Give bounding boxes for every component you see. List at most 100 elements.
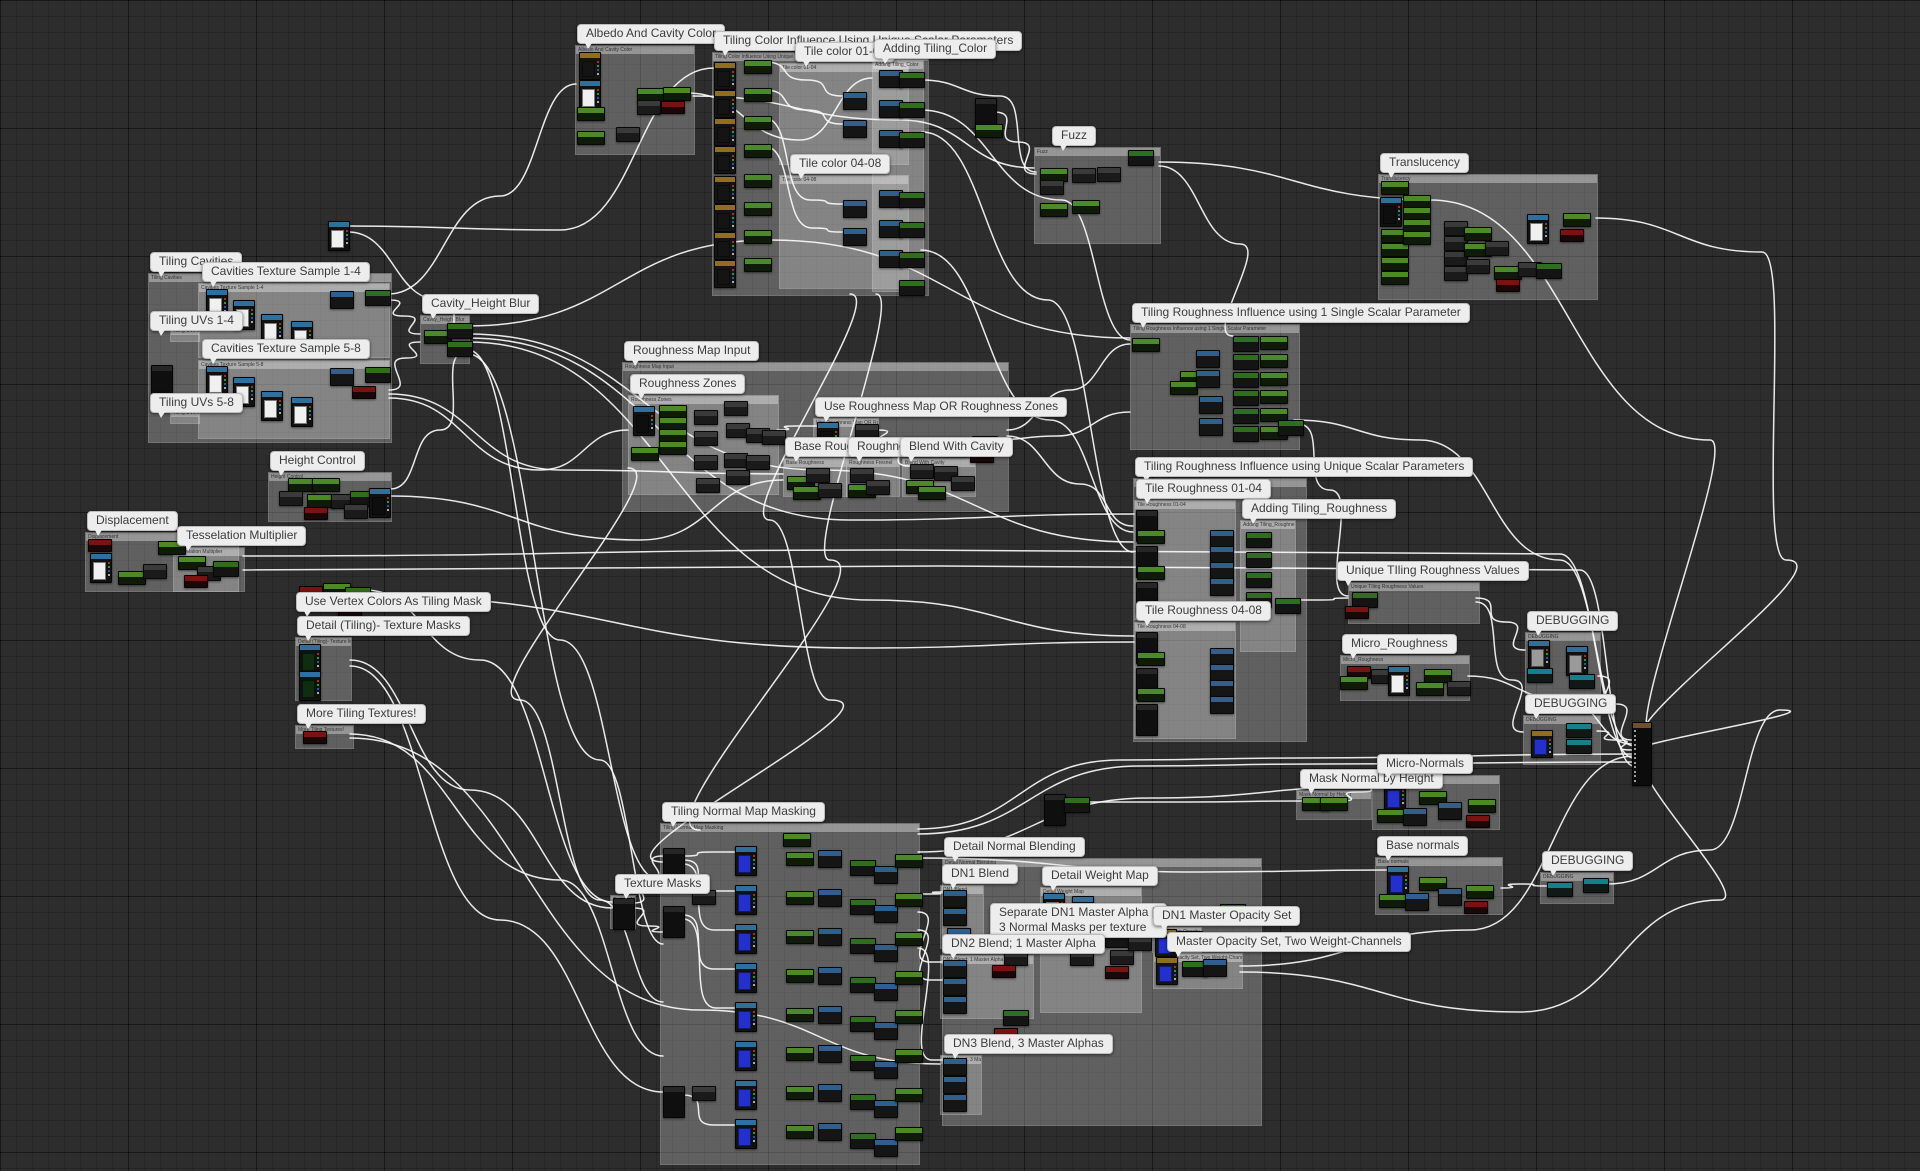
texture-sample-node[interactable] [1528,640,1550,670]
comment-label[interactable]: Fuzz [1052,126,1097,151]
lerp-node[interactable] [1203,959,1227,977]
output-pin[interactable] [317,657,319,659]
scalar-parameter-node[interactable] [744,202,772,216]
output-pin[interactable] [251,390,253,392]
output-pin[interactable] [597,69,599,71]
output-pin[interactable] [1402,798,1404,800]
multi-pin-node[interactable] [663,1086,685,1118]
input-pin[interactable] [1634,757,1636,759]
scalar-parameter-node[interactable] [744,88,772,102]
output-pin[interactable] [317,653,319,655]
output-pin[interactable] [1546,657,1548,659]
comment-label[interactable]: Tile Roughness 01-04 [1136,479,1271,504]
lerp-node[interactable] [874,1100,898,1118]
comment-box[interactable]: More Tiling Textures! [295,725,354,749]
lerp-node[interactable] [330,368,354,386]
output-pin[interactable] [279,404,281,406]
constant-node[interactable] [304,507,328,520]
add-node[interactable] [850,1094,876,1110]
output-pin[interactable] [732,245,734,247]
comment-label[interactable]: Base normals [1377,836,1469,861]
output-pin[interactable] [753,1015,755,1017]
add-node[interactable] [850,977,876,993]
output-pin[interactable] [1402,802,1404,804]
input-pin[interactable] [1634,730,1636,732]
comment-label[interactable]: DN1 Master Opacity Set [1153,906,1301,931]
lerp-node[interactable] [874,944,898,962]
comment-label[interactable]: Use Vertex Colors As Tiling Mask [296,592,491,617]
output-pin[interactable] [753,933,755,935]
output-pin[interactable] [753,906,755,908]
lerp-node[interactable] [330,291,354,309]
scalar-parameter-node[interactable] [1137,688,1165,702]
add-node[interactable] [213,561,239,577]
lerp-node[interactable] [1199,418,1223,436]
output-pin[interactable] [753,898,755,900]
output-pin[interactable] [651,419,653,421]
output-pin[interactable] [597,93,599,95]
scalar-parameter-node[interactable] [918,486,946,500]
output-pin[interactable] [279,327,281,329]
output-pin[interactable] [753,867,755,869]
lerp-node[interactable] [843,92,867,110]
multiply-node[interactable] [696,478,720,493]
constant-node[interactable] [1466,815,1490,828]
texture-parameter-node[interactable] [1156,957,1178,985]
scalar-parameter-node[interactable] [895,932,923,946]
lerp-node[interactable] [1196,370,1220,388]
add-node[interactable] [850,938,876,954]
scalar-parameter-node[interactable] [1419,791,1447,805]
scalar-parameter-node[interactable] [786,1008,814,1022]
multiply-node[interactable] [818,483,842,498]
output-pin[interactable] [309,334,311,336]
lerp-node[interactable] [818,1006,842,1024]
multiply-node[interactable] [616,127,640,142]
texture-sample-node[interactable] [291,397,313,427]
scalar-parameter-node[interactable] [1320,797,1348,811]
texture-sample-node[interactable] [369,488,391,518]
multiply-node[interactable] [1110,950,1134,965]
texture-sample-node[interactable] [299,671,321,701]
texture-parameter-node[interactable] [579,52,601,80]
add-node[interactable] [1246,572,1272,588]
output-pin[interactable] [1584,659,1586,661]
texture-sample-node[interactable] [1388,666,1410,696]
input-pin[interactable] [1634,743,1636,746]
multi-pin-node[interactable] [613,898,635,930]
scalar-parameter-node[interactable] [1260,390,1288,404]
add-node[interactable] [899,192,925,208]
scalar-parameter-node[interactable] [786,969,814,983]
output-pin[interactable] [732,189,734,191]
add-node[interactable] [1233,336,1259,352]
comment-label[interactable]: Tiling Roughness Influence using Unique … [1135,457,1474,482]
multiply-node[interactable] [1040,180,1064,195]
output-pin[interactable] [224,379,226,381]
comment-label[interactable]: DN3 Blend, 3 Master Alphas [944,1034,1113,1059]
scalar-parameter-node[interactable] [1260,354,1288,368]
output-pin[interactable] [753,1101,755,1103]
input-pin[interactable] [1634,739,1636,741]
comment-label[interactable]: Blend With Cavity [900,437,1013,462]
lerp-node[interactable] [874,905,898,923]
normal-map-sample-node[interactable] [735,1080,757,1110]
output-pin[interactable] [753,1019,755,1021]
scalar-parameter-node[interactable] [895,1127,923,1141]
comment-label[interactable]: Cavities Texture Sample 5-8 [202,339,370,364]
scalar-parameter-node[interactable] [786,1086,814,1100]
texture-parameter-node[interactable] [714,232,736,260]
comment-label[interactable]: Separate DN1 Master Alpha || 3 Normal Ma… [990,903,1167,943]
output-pin[interactable] [732,159,734,161]
output-pin[interactable] [251,313,253,315]
material-output-node[interactable] [1632,722,1652,786]
normal-map-sample-node[interactable] [1387,866,1409,896]
scalar-parameter-node[interactable] [1340,676,1368,690]
lerp-node[interactable] [943,890,967,908]
output-pin[interactable] [279,400,281,402]
output-pin[interactable] [1584,667,1586,669]
scalar-parameter-node[interactable] [895,971,923,985]
output-pin[interactable] [1174,966,1176,968]
output-pin[interactable] [279,335,281,337]
normal-map-sample-node[interactable] [735,963,757,993]
multiply-node[interactable] [694,431,718,446]
output-pin[interactable] [224,302,226,304]
